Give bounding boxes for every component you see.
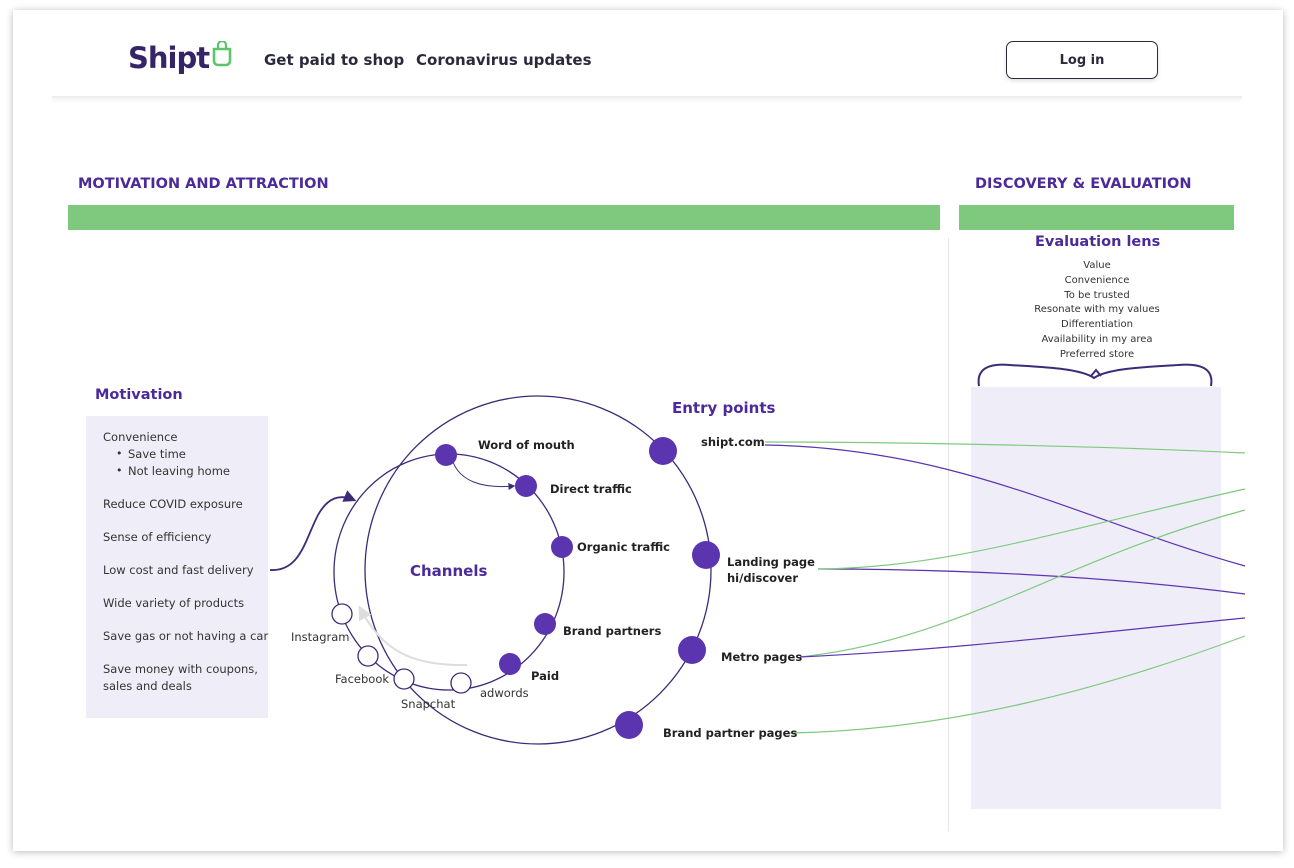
subchannel-node-facebook xyxy=(357,645,379,667)
entry-node-brand-partner-pages xyxy=(615,711,643,739)
channel-label-organic-traffic: Organic traffic xyxy=(577,540,670,554)
entry-node-landing-page xyxy=(692,541,720,569)
channel-label-brand-partners: Brand partners xyxy=(563,624,661,638)
connector-line xyxy=(764,441,1246,454)
entry-node-metro-pages xyxy=(678,636,706,664)
channel-label-direct-traffic: Direct traffic xyxy=(550,482,632,496)
channel-node-direct-traffic xyxy=(515,475,537,497)
lens-item: Availability in my area xyxy=(1041,333,1153,345)
connector-line xyxy=(817,488,1246,570)
channel-node-organic-traffic xyxy=(551,536,573,558)
stage-bar-discovery xyxy=(959,205,1234,230)
nav-coronavirus-updates[interactable]: Coronavirus updates xyxy=(416,51,592,69)
channel-node-word-of-mouth xyxy=(435,444,457,466)
section-title-discovery-evaluation: DISCOVERY & EVALUATION xyxy=(975,176,1192,192)
connector-line xyxy=(817,568,1246,595)
motivation-item: Save money with coupons, xyxy=(103,662,258,676)
motivation-item: Save gas or not having a car xyxy=(103,629,269,643)
subchannel-label-instagram: Instagram xyxy=(291,630,350,644)
entry-points-ring xyxy=(364,395,712,745)
lens-item: To be trusted xyxy=(1064,289,1130,301)
bullet-icon: • xyxy=(116,464,123,477)
subchannel-label-snapchat: Snapchat xyxy=(401,697,456,711)
connector-line xyxy=(799,509,1246,658)
entry-label-brand-partner-pages: Brand partner pages xyxy=(663,726,797,740)
motivation-item: Low cost and fast delivery xyxy=(103,563,254,577)
subchannel-node-snapchat xyxy=(393,668,415,690)
login-button[interactable]: Log in xyxy=(1006,41,1158,79)
brace-line xyxy=(977,363,1213,387)
entry-points-title: Entry points xyxy=(672,399,776,417)
stage-bar-motivation xyxy=(68,205,940,230)
motivation-item: Reduce COVID exposure xyxy=(103,497,243,511)
lens-item: Convenience xyxy=(1064,274,1130,286)
motivation-to-channels-arrow xyxy=(269,490,357,571)
motivation-subitem: Save time xyxy=(128,447,186,461)
lens-item: Differentiation xyxy=(1061,319,1133,331)
subchannel-node-instagram xyxy=(331,603,353,625)
lens-item: Preferred store xyxy=(1059,348,1135,360)
motivation-subitem: Not leaving home xyxy=(128,464,230,478)
motivation-item: Convenience xyxy=(103,430,178,444)
evaluation-lens-list: Value Convenience To be trusted Resonate… xyxy=(1000,259,1194,363)
nav-get-paid[interactable]: Get paid to shop xyxy=(264,51,405,69)
entry-node-shipt-com xyxy=(649,437,677,465)
channel-label-word-of-mouth: Word of mouth xyxy=(478,438,575,452)
evaluation-lens-box xyxy=(971,387,1221,809)
subchannel-node-adwords xyxy=(450,672,472,694)
header-divider xyxy=(52,96,1242,98)
evaluation-lens-title: Evaluation lens xyxy=(1035,234,1161,250)
lens-item: Value xyxy=(1083,260,1111,271)
paid-subchannel-arrow xyxy=(358,605,468,667)
entry-label-landing-page-url: hi/discover xyxy=(727,571,798,585)
connector-line xyxy=(764,444,1246,567)
channel-node-brand-partners xyxy=(534,613,556,635)
entry-label-landing-page: Landing page xyxy=(727,555,815,569)
lens-item: Resonate with my values xyxy=(1034,304,1160,316)
motivation-title: Motivation xyxy=(95,387,183,403)
subchannel-label-facebook: Facebook xyxy=(335,672,389,686)
shipt-logo[interactable]: Shipt xyxy=(128,38,232,78)
connector-line xyxy=(799,617,1246,658)
brace-arrow-icon xyxy=(1090,368,1102,377)
shopping-bag-icon xyxy=(212,39,232,71)
channel-node-paid xyxy=(499,653,521,675)
motivation-item: Sense of efficiency xyxy=(103,530,212,544)
bullet-icon: • xyxy=(116,447,123,460)
entry-label-shipt-com: shipt.com xyxy=(701,435,765,449)
word-of-mouth-arrow xyxy=(452,461,516,490)
channel-label-paid: Paid xyxy=(531,669,559,683)
motivation-item-line2: sales and deals xyxy=(103,679,192,693)
logo-text: Shipt xyxy=(128,41,210,75)
subchannel-label-adwords: adwords xyxy=(480,686,529,700)
entry-label-metro-pages: Metro pages xyxy=(721,650,802,664)
motivation-item: Wide variety of products xyxy=(103,596,245,610)
connector-line xyxy=(789,635,1246,734)
motivation-box xyxy=(86,416,268,718)
section-title-motivation-attraction: MOTIVATION AND ATTRACTION xyxy=(78,176,329,192)
channels-label: Channels xyxy=(410,562,487,580)
stage-divider xyxy=(948,238,949,831)
